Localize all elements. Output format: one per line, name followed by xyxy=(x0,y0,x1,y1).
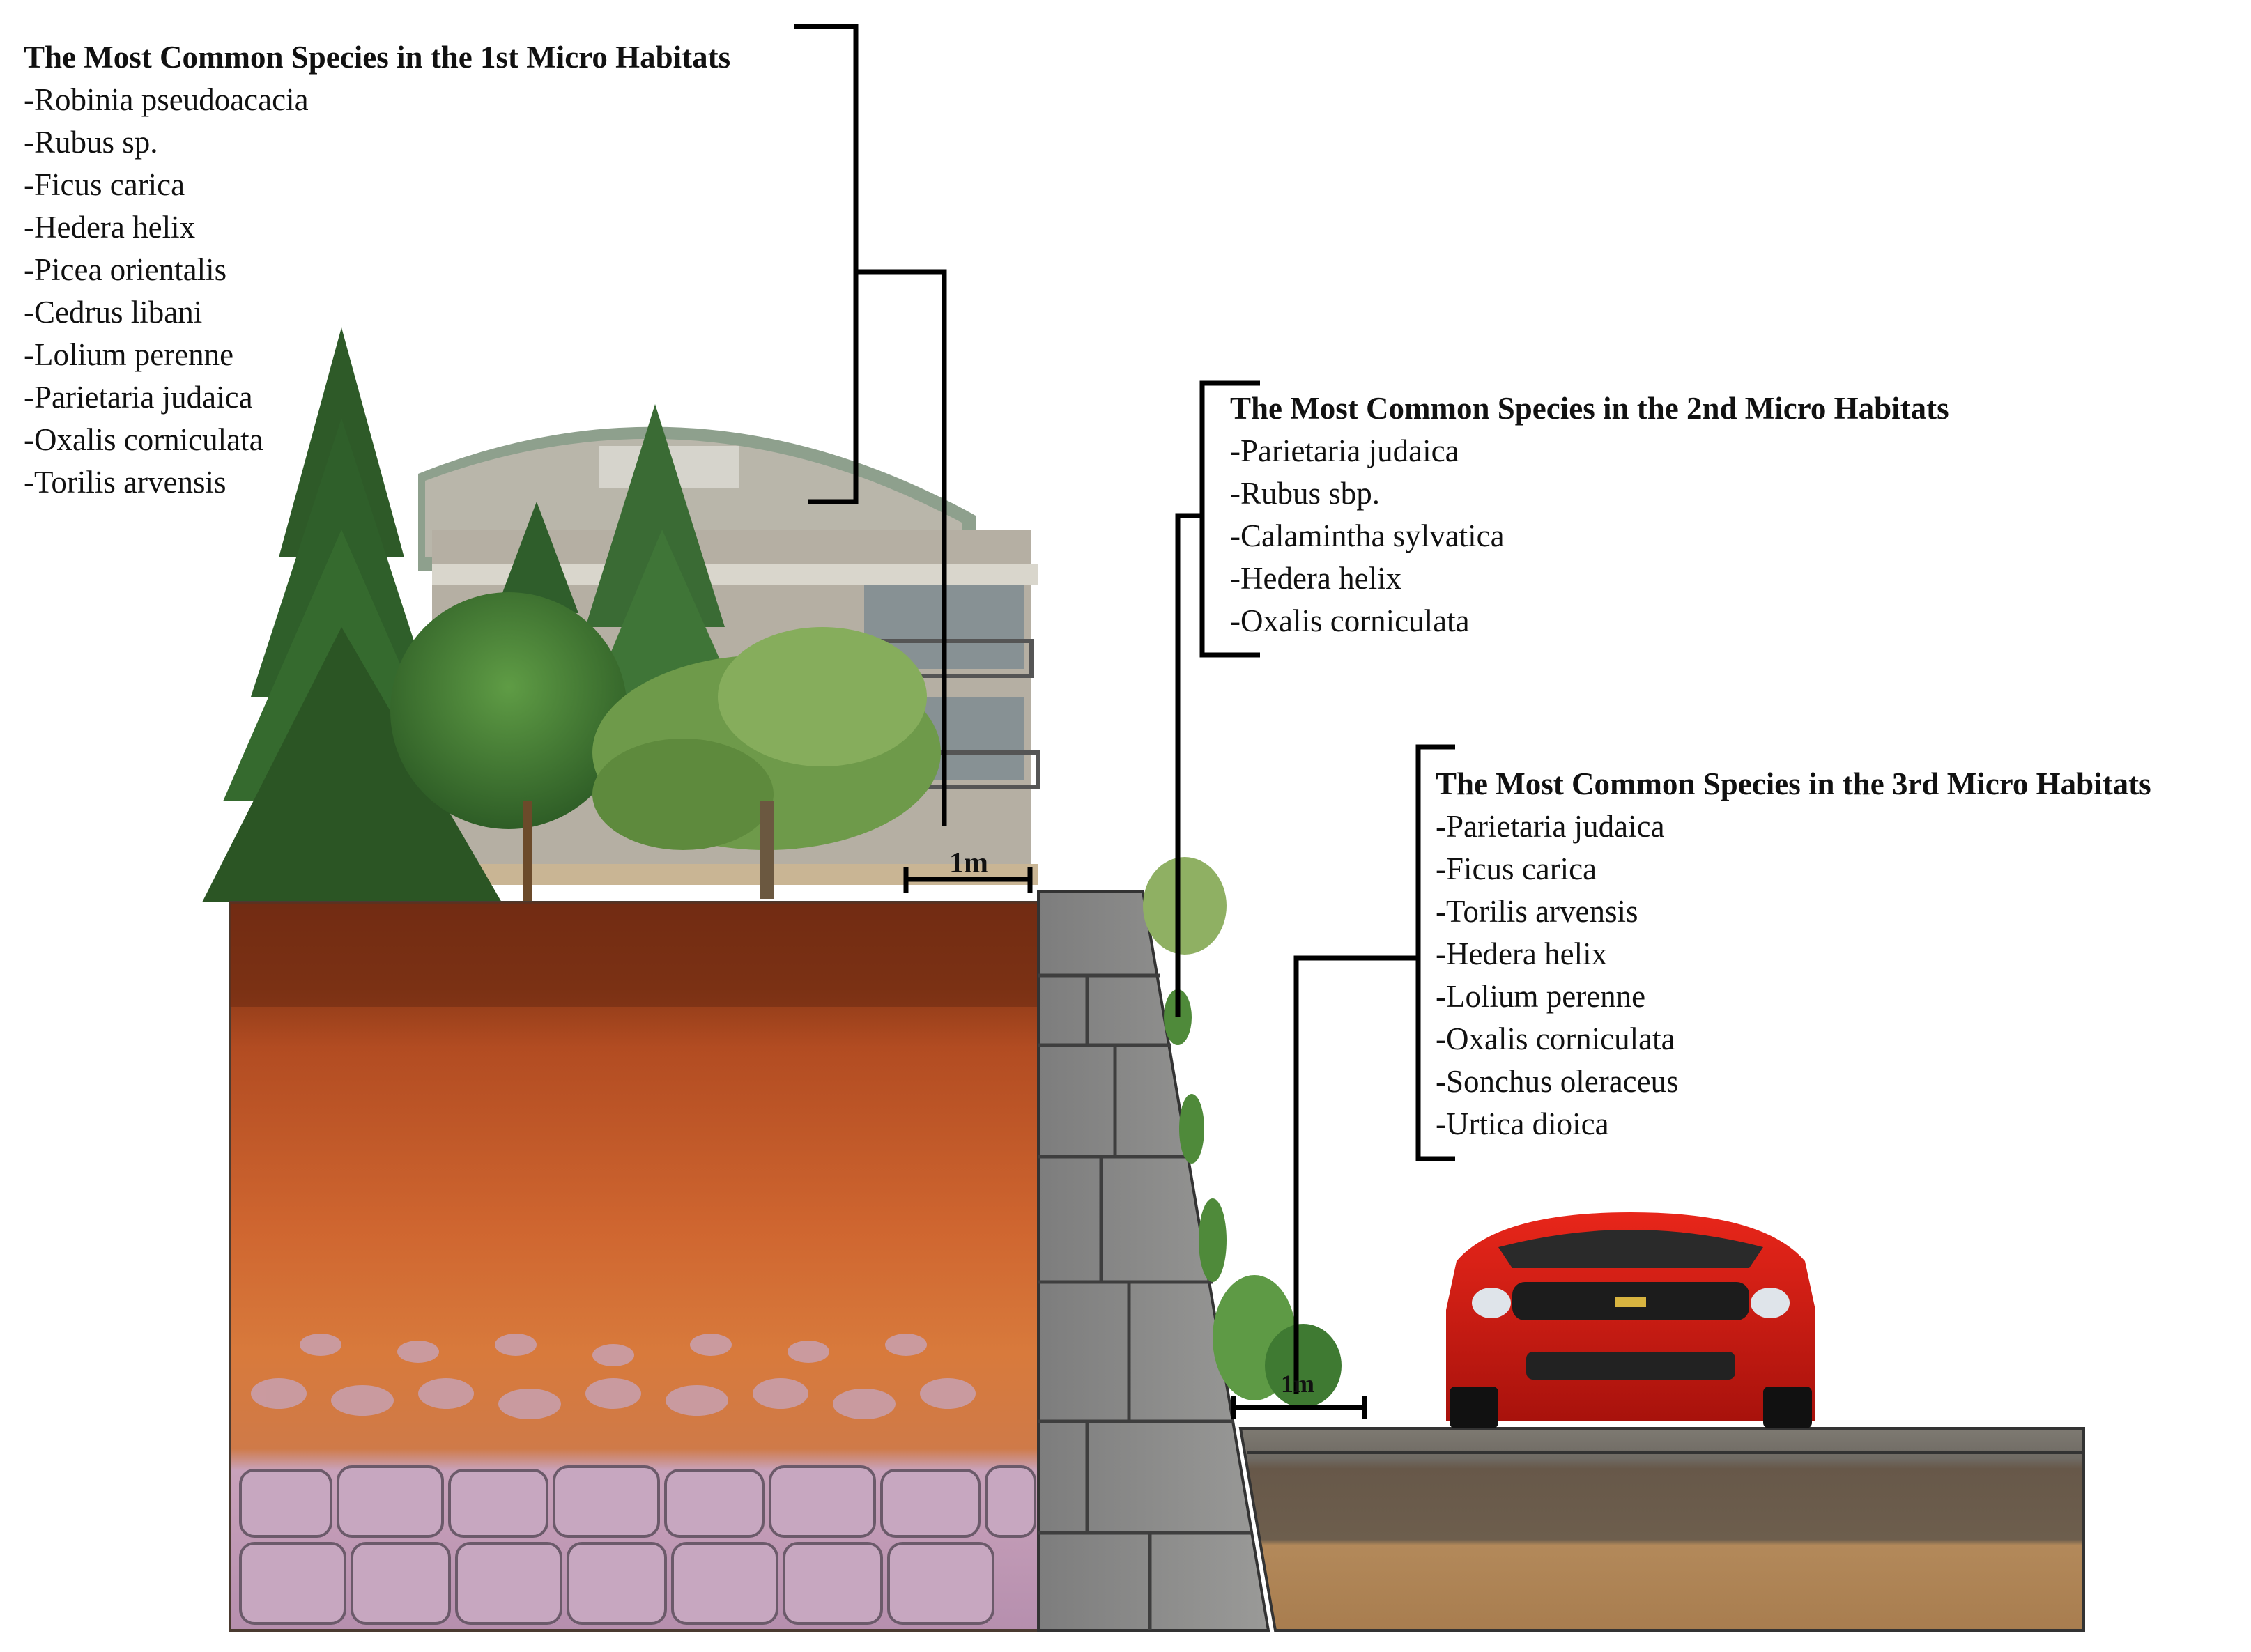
broadleaf-tree-icon xyxy=(390,592,627,906)
species-item: -Urtica dioica xyxy=(1436,1106,1609,1141)
habitat-3-species-list: The Most Common Species in the 3rd Micro… xyxy=(1436,763,2151,1145)
species-item: -Torilis arvensis xyxy=(1436,894,1638,929)
species-item: -Lolium perenne xyxy=(24,337,234,372)
species-item: -Parietaria judaica xyxy=(24,380,253,415)
species-item: -Calamintha sylvatica xyxy=(1230,518,1505,553)
ivy-plant-icon xyxy=(1143,857,1342,1407)
road-section xyxy=(1238,1427,2085,1632)
species-item: -Hedera helix xyxy=(1436,936,1608,971)
species-item: -Parietaria judaica xyxy=(1230,433,1459,468)
species-item: -Picea orientalis xyxy=(24,252,227,287)
species-item: -Oxalis corniculata xyxy=(1436,1021,1675,1056)
species-item: -Robinia pseudoacacia xyxy=(24,82,309,117)
habitat-2-title: The Most Common Species in the 2nd Micro… xyxy=(1230,391,1949,426)
car-icon xyxy=(1446,1212,1815,1428)
species-item: -Hedera helix xyxy=(24,210,196,245)
stone-wall xyxy=(1037,890,1270,1632)
soil-profile xyxy=(229,901,1040,1632)
species-item: -Torilis arvensis xyxy=(24,465,226,500)
bracket-lines xyxy=(794,24,1455,1394)
species-item: -Oxalis corniculata xyxy=(1230,603,1470,638)
habitat-1-title: The Most Common Species in the 1st Micro… xyxy=(24,40,731,75)
habitat-2-species-list: The Most Common Species in the 2nd Micro… xyxy=(1230,387,1949,642)
species-item: -Hedera helix xyxy=(1230,561,1402,596)
species-item: -Oxalis corniculata xyxy=(24,422,263,457)
species-item: -Rubus sp. xyxy=(24,125,158,160)
habitat-1-species-list: The Most Common Species in the 1st Micro… xyxy=(24,36,730,504)
species-item: -Rubus sbp. xyxy=(1230,476,1381,511)
species-item: -Parietaria judaica xyxy=(1436,809,1665,844)
broadleaf-tree-icon xyxy=(592,627,941,899)
species-item: -Ficus carica xyxy=(24,167,185,202)
species-item: -Sonchus oleraceus xyxy=(1436,1064,1679,1099)
scale-label: 1m xyxy=(1281,1370,1314,1398)
scale-bar xyxy=(903,867,1367,1419)
species-item: -Lolium perenne xyxy=(1436,979,1646,1014)
habitat-3-title: The Most Common Species in the 3rd Micro… xyxy=(1436,766,2151,801)
scale-label: 1m xyxy=(949,847,988,879)
species-item: -Cedrus libani xyxy=(24,295,203,330)
species-item: -Ficus carica xyxy=(1436,851,1597,886)
